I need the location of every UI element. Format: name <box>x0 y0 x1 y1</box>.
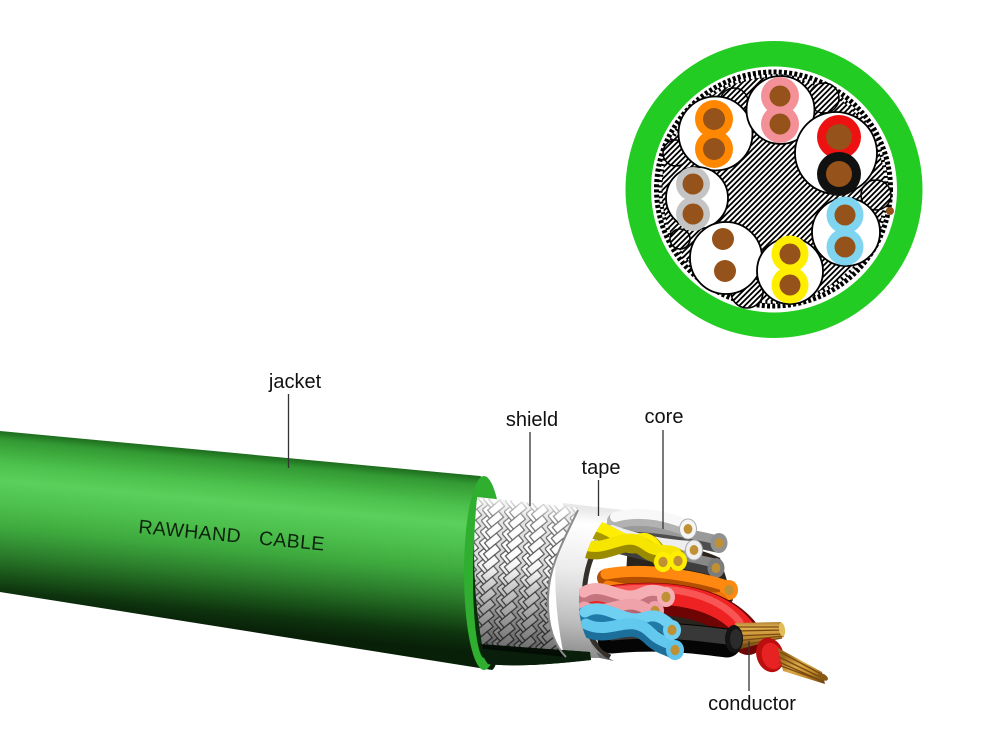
svg-text:tape: tape <box>582 457 621 479</box>
svg-text:core: core <box>645 406 684 428</box>
svg-text:conductor: conductor <box>708 693 796 715</box>
svg-text:shield: shield <box>506 409 558 431</box>
svg-text:jacket: jacket <box>268 371 322 393</box>
